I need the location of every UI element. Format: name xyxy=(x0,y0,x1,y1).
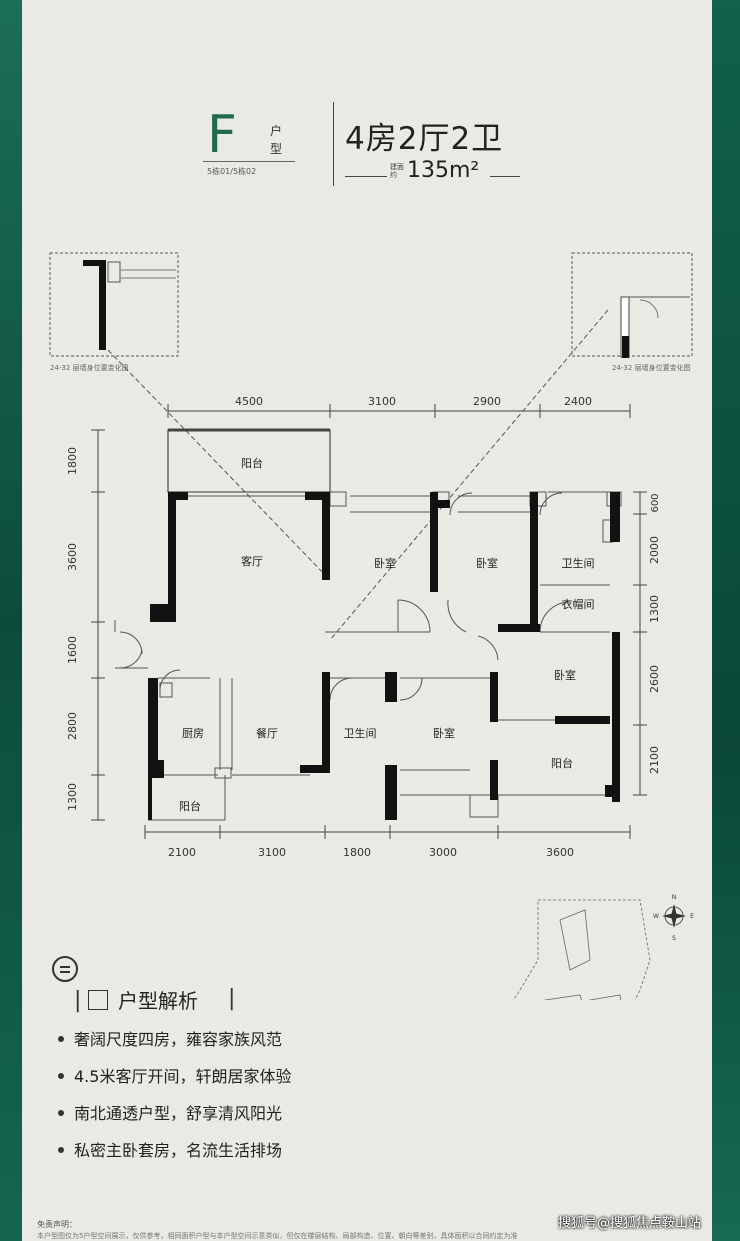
inset-right: 24-32 层墙身位置变化图 xyxy=(571,252,693,372)
dim-right-5: 2100 xyxy=(648,746,661,774)
unit-type-letter: F xyxy=(207,105,237,165)
frame-right-edge xyxy=(712,0,740,1241)
area-label: 建面约 xyxy=(390,163,404,179)
building-numbers: 5栋01/5栋02 xyxy=(207,167,257,176)
room-bedroom-4: 卧室 xyxy=(433,726,455,740)
dimension-bottom: 2100 3100 1800 3000 3600 xyxy=(144,825,631,859)
watermark: 搜狐号@搜狐焦点鞍山站 xyxy=(558,1216,702,1231)
unit-type-word-2: 型 xyxy=(270,142,283,156)
dim-bottom-3: 1800 xyxy=(343,846,371,859)
disclaimer-text: 本户型图仅为5户型空间展示，仅供参考，相同面积户型与本户型空间示意类似，但仅在楼… xyxy=(37,1232,518,1240)
room-bedroom-3: 卧室 xyxy=(554,668,576,682)
area-line-left xyxy=(345,176,387,177)
dim-top-1: 4500 xyxy=(235,395,263,408)
floorplan-icon xyxy=(88,990,108,1010)
comment-icon xyxy=(52,956,78,982)
compass: N S E W xyxy=(653,894,694,942)
analysis-point-1: 奢阔尺度四房，雍容家族风范 xyxy=(58,1026,282,1050)
room-cloakroom: 衣帽间 xyxy=(562,597,595,611)
dim-right-4: 2600 xyxy=(648,665,661,693)
header-divider xyxy=(333,102,334,186)
dimension-left: 1800 3600 1600 2800 1300 xyxy=(66,429,105,821)
dim-bottom-5: 3600 xyxy=(546,846,574,859)
dim-left-5: 1300 xyxy=(66,783,79,811)
dim-bottom-1: 2100 xyxy=(168,846,196,859)
compass-n: N xyxy=(672,894,677,901)
dim-bottom-4: 3000 xyxy=(429,846,457,859)
dim-left-1: 1800 xyxy=(66,447,79,475)
analysis-point-3: 南北通透户型，舒享清风阳光 xyxy=(58,1100,282,1124)
compass-e: E xyxy=(690,913,694,920)
dim-right-1: 600 xyxy=(650,493,661,512)
dim-left-3: 1600 xyxy=(66,636,79,664)
room-kitchen: 厨房 xyxy=(182,727,204,740)
room-count-title: 4房2厅2卫 xyxy=(345,121,504,157)
leader-left xyxy=(107,349,331,581)
dim-left-2: 3600 xyxy=(66,543,79,571)
area-line-right xyxy=(490,176,520,177)
room-bedroom-2: 卧室 xyxy=(476,556,498,570)
dim-left-4: 2800 xyxy=(66,712,79,740)
inset-left: 24-32 层墙身位置变化图 xyxy=(49,252,179,372)
dim-top-3: 2900 xyxy=(473,395,501,408)
dim-right-3: 1300 xyxy=(648,595,661,623)
room-dining: 餐厅 xyxy=(256,726,278,740)
dim-top-2: 3100 xyxy=(368,395,396,408)
compass-w: W xyxy=(653,913,659,920)
thick-walls xyxy=(148,492,620,820)
header-underline xyxy=(203,161,295,162)
dimension-top: 4500 3100 2900 2400 xyxy=(167,395,631,418)
analysis-point-2: 4.5米客厅开间，轩朗居家体验 xyxy=(58,1063,291,1087)
room-bathroom-1: 卫生间 xyxy=(562,556,595,570)
floor-area: 135m² xyxy=(407,158,480,183)
room-bedroom-1: 卧室 xyxy=(374,556,396,570)
dimension-right: 600 2000 1300 2600 2100 xyxy=(633,491,661,796)
compass-s: S xyxy=(672,935,676,942)
title-bracket-right: | xyxy=(228,986,236,1011)
inset-left-caption: 24-32 层墙身位置变化图 xyxy=(50,363,129,372)
dim-top-4: 2400 xyxy=(564,395,592,408)
site-plan xyxy=(512,899,651,1000)
analysis-title: 户型解析 xyxy=(118,989,198,1013)
frame-left-edge xyxy=(0,0,22,1241)
analysis-point-4: 私密主卧套房，名流生活排场 xyxy=(58,1137,282,1161)
room-balcony-right: 阳台 xyxy=(551,756,573,770)
disclaimer-title: 免责声明： xyxy=(37,1220,77,1229)
dim-bottom-2: 3100 xyxy=(258,846,286,859)
room-balcony-top: 阳台 xyxy=(241,456,263,470)
dim-right-2: 2000 xyxy=(648,536,661,564)
floor-plan: 24-32 层墙身位置变化图 24-32 层墙身位置变化图 4500 3100 … xyxy=(49,252,694,1000)
inset-right-caption: 24-32 层墙身位置变化图 xyxy=(612,363,691,372)
unit-type-word-1: 户 xyxy=(270,124,283,138)
room-bathroom-2: 卫生间 xyxy=(344,726,377,740)
leader-right xyxy=(329,309,609,641)
room-balcony-kitchen: 阳台 xyxy=(179,799,201,813)
title-bracket-left: | xyxy=(74,988,82,1013)
room-living: 客厅 xyxy=(241,554,263,568)
